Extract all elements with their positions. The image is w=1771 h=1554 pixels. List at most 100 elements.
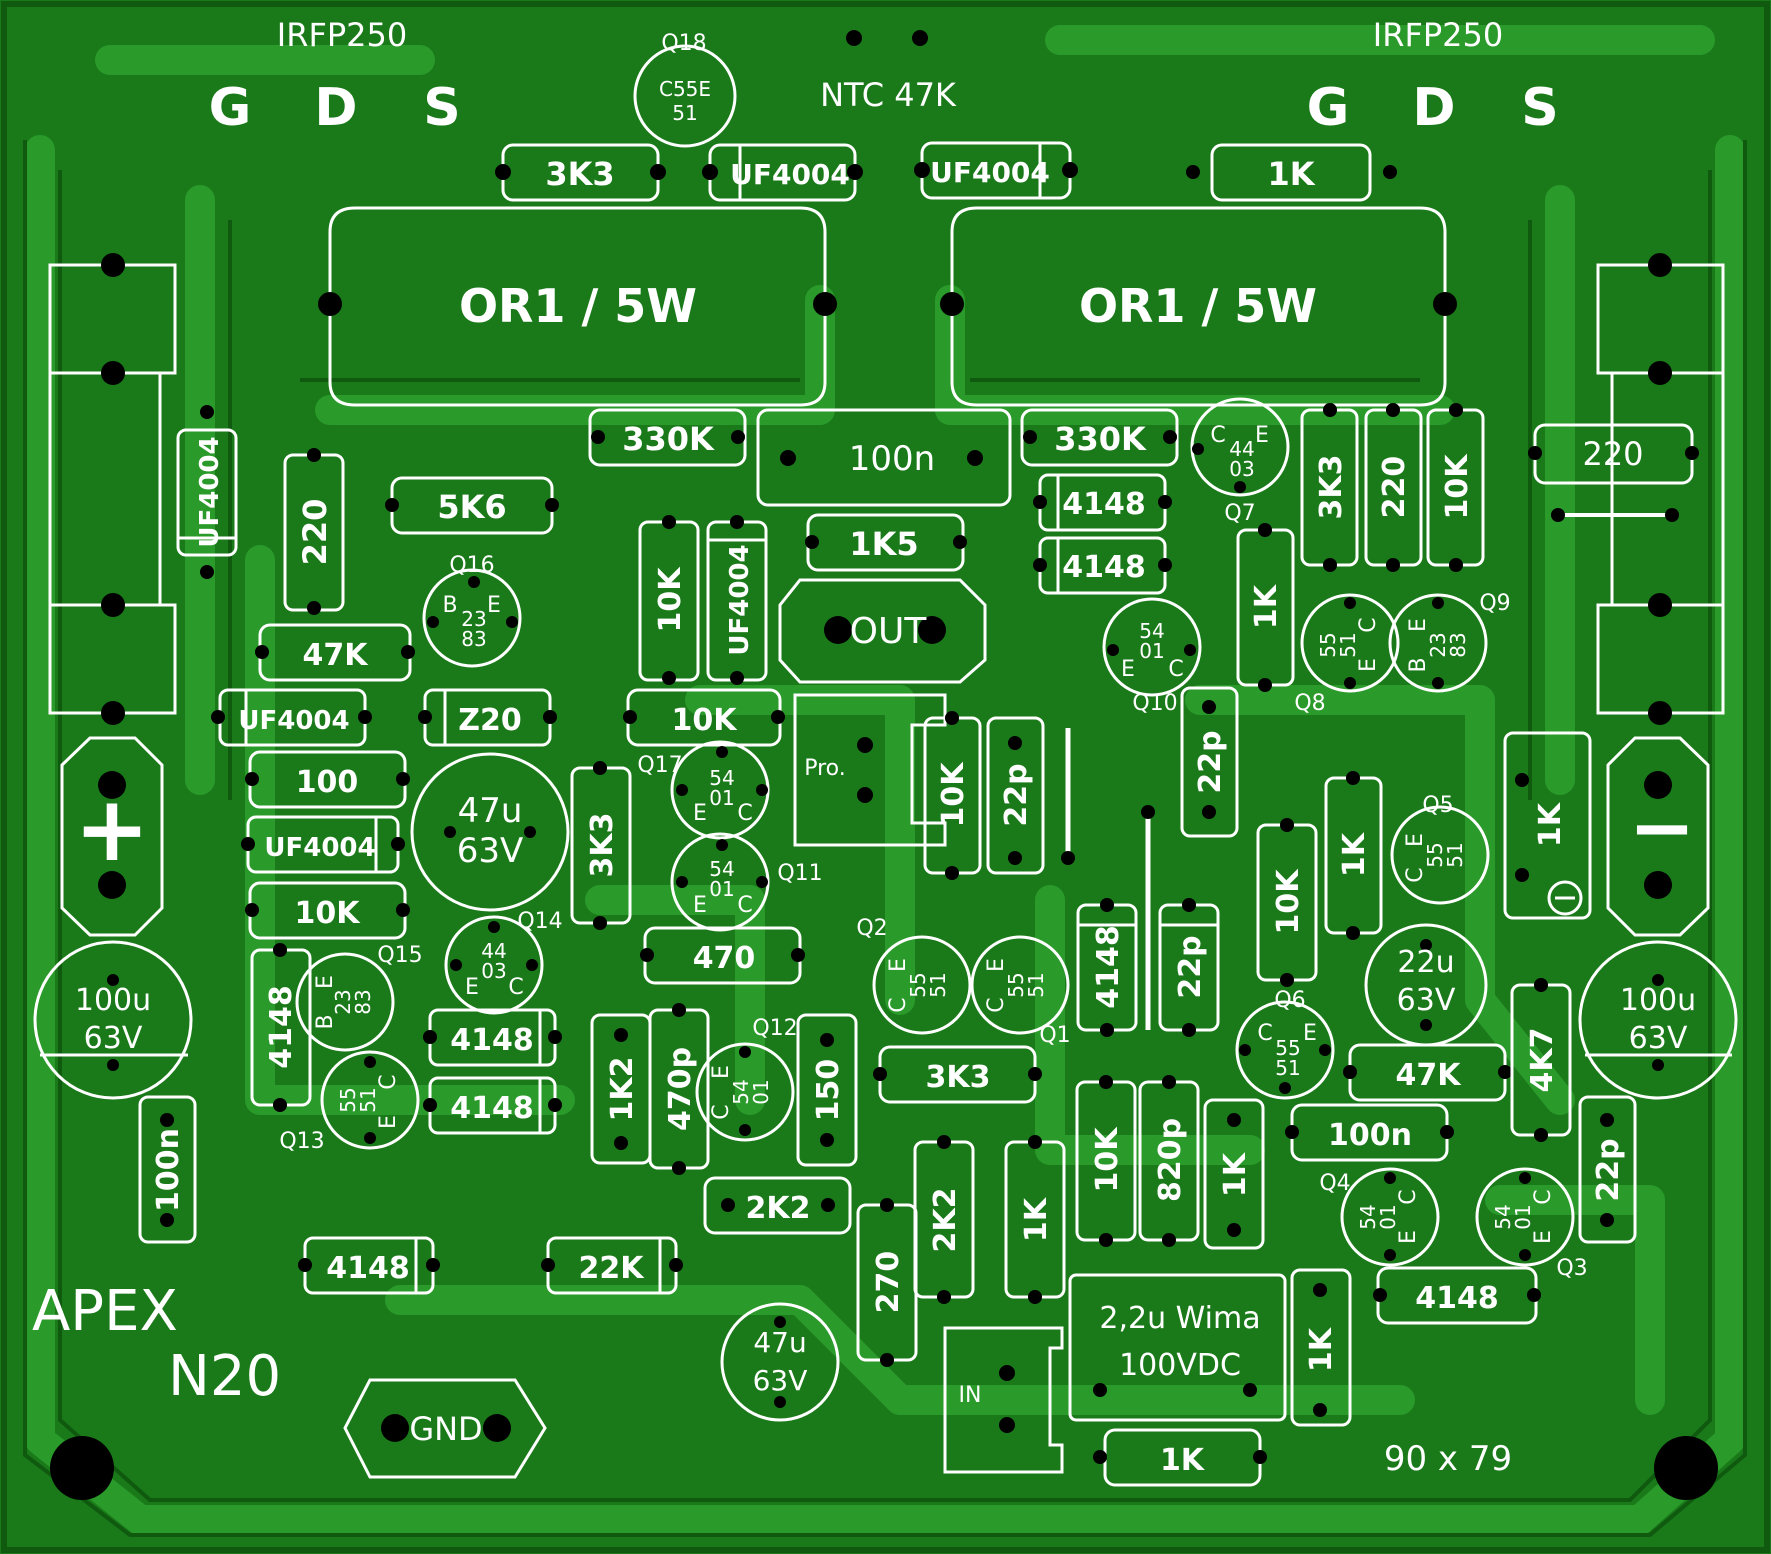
svg-text:UF4004: UF4004 <box>730 158 850 191</box>
svg-text:4148: 4148 <box>264 985 299 1069</box>
svg-text:10K: 10K <box>1271 868 1306 935</box>
r-47k-vertical-right: 4K7 <box>1510 978 1572 1142</box>
r-4k7: 100n <box>1285 1103 1454 1162</box>
r-1k-top: 1K <box>1186 143 1397 202</box>
svg-text:4148: 4148 <box>450 1091 534 1126</box>
svg-text:47K: 47K <box>1396 1058 1463 1093</box>
r-100: 100 <box>245 750 410 809</box>
r-270: 4148 <box>1373 1266 1541 1325</box>
svg-text:100n: 100n <box>1328 1118 1412 1153</box>
svg-text:330K: 330K <box>1054 420 1147 458</box>
q18-code2: 51 <box>672 101 697 125</box>
svg-text:E: E <box>1356 658 1381 672</box>
svg-text:4148: 4148 <box>450 1023 534 1058</box>
r-220-right: 220 <box>1528 423 1699 522</box>
r-22k-vertical: 1K <box>1290 1268 1352 1427</box>
svg-text:E: E <box>984 958 1009 972</box>
svg-text:Q4: Q4 <box>1319 1171 1350 1196</box>
r-1k2-vertical: 470p <box>648 1003 710 1175</box>
diode-uf4004-left-c: UF4004 <box>241 815 405 874</box>
svg-text:100u: 100u <box>75 983 151 1018</box>
svg-text:1K: 1K <box>1249 583 1284 629</box>
svg-text:51: 51 <box>356 1087 380 1112</box>
plus-connector: + <box>60 736 164 937</box>
svg-text:22p: 22p <box>999 763 1034 826</box>
svg-text:UF4004: UF4004 <box>725 544 755 655</box>
minus-connector: − <box>1606 736 1710 937</box>
svg-text:OR1 / 5W: OR1 / 5W <box>459 279 697 333</box>
svg-text:54: 54 <box>709 857 734 881</box>
jumper-pad <box>1061 851 1075 865</box>
svg-text:Q8: Q8 <box>1294 691 1325 716</box>
cap-22p-horizontal: 2K2 <box>703 1176 852 1235</box>
svg-text:C: C <box>886 997 911 1012</box>
svg-text:E: E <box>709 1065 734 1079</box>
cap-100u-left: 100u 63V <box>33 940 193 1100</box>
svg-text:OR1 / 5W: OR1 / 5W <box>1079 279 1317 333</box>
r-330k-right: 330K <box>1020 408 1179 467</box>
svg-text:C: C <box>1210 423 1225 448</box>
svg-text:820p: 820p <box>1153 1118 1188 1202</box>
svg-text:4148: 4148 <box>1062 487 1146 522</box>
diode-4148-b: 4148 <box>1033 536 1172 595</box>
jumper-pad <box>1141 805 1155 819</box>
svg-text:4148: 4148 <box>1091 925 1126 1009</box>
svg-text:3K3: 3K3 <box>585 813 620 878</box>
ntc-label: NTC 47K <box>820 76 957 114</box>
svg-text:C: C <box>709 1104 734 1119</box>
transistor-q8: 55 51 E C Q8 <box>1294 593 1400 716</box>
transistor-q4: Q4 54 01 E C <box>1319 1167 1440 1267</box>
svg-text:10K: 10K <box>672 703 739 738</box>
svg-text:51: 51 <box>1336 632 1360 657</box>
r-3k3-top: 3K3 <box>495 143 666 202</box>
svg-text:Q6: Q6 <box>1274 988 1305 1013</box>
svg-text:55: 55 <box>1004 972 1028 997</box>
mounting-hole <box>846 30 862 46</box>
r-10k-horizontal-mid: 10K <box>623 688 785 747</box>
svg-text:3K3: 3K3 <box>926 1060 991 1095</box>
r-470: 470 <box>640 926 805 985</box>
r-10k-vertical-right: 10K <box>1426 403 1485 572</box>
svg-text:54: 54 <box>1491 1204 1515 1229</box>
svg-text:01: 01 <box>749 1079 773 1104</box>
trimmer-1k: 1K <box>1503 731 1592 920</box>
svg-text:23: 23 <box>461 607 486 631</box>
q18-ref: Q18 <box>661 31 706 56</box>
svg-text:E: E <box>693 801 707 826</box>
svg-text:E: E <box>1403 833 1428 847</box>
diode-uf4004-vertical-b: UF4004 <box>706 515 768 685</box>
svg-text:E: E <box>1406 618 1431 632</box>
svg-text:44: 44 <box>1229 437 1254 461</box>
svg-text:C: C <box>376 1074 401 1089</box>
r-3k3-right-low: 47K <box>1343 1043 1512 1102</box>
r-10k-vertical-q6: 10K <box>1256 818 1318 987</box>
svg-text:23: 23 <box>331 989 355 1014</box>
transistor-q2: Q2 C 55 51 E <box>856 916 972 1035</box>
svg-text:51: 51 <box>1443 842 1467 867</box>
svg-text:1K: 1K <box>1337 831 1372 877</box>
svg-text:+: + <box>74 777 149 882</box>
svg-text:Q12: Q12 <box>752 1016 797 1041</box>
svg-text:4148: 4148 <box>1415 1281 1499 1316</box>
svg-text:E: E <box>1303 1021 1317 1046</box>
svg-text:E: E <box>1531 1230 1556 1244</box>
svg-text:Q2: Q2 <box>856 916 887 941</box>
source-pin-left: S <box>423 78 460 138</box>
mounting-hole <box>1654 1436 1718 1500</box>
board-title-line1: APEX <box>32 1279 178 1344</box>
diode-4148-vertical-a: 4148 <box>1076 898 1138 1037</box>
svg-text:55: 55 <box>906 972 930 997</box>
diode-4148-bottom-a: 4148 <box>298 1236 440 1295</box>
svg-text:B: B <box>313 1014 338 1029</box>
svg-text:UF4004: UF4004 <box>238 706 349 736</box>
r-330k-left: 330K <box>588 408 747 467</box>
svg-text:100n: 100n <box>849 439 935 479</box>
svg-text:C: C <box>1168 657 1183 682</box>
svg-text:Q5: Q5 <box>1422 793 1453 818</box>
svg-text:E: E <box>693 893 707 918</box>
irfp250-label-left: IRFP250 <box>277 16 407 54</box>
svg-text:55: 55 <box>336 1087 360 1112</box>
cap-820p-vertical: 1K <box>1203 1098 1265 1250</box>
transistor-q15: Q15 B 23 83 E <box>295 943 423 1052</box>
svg-text:47u: 47u <box>753 1326 806 1359</box>
